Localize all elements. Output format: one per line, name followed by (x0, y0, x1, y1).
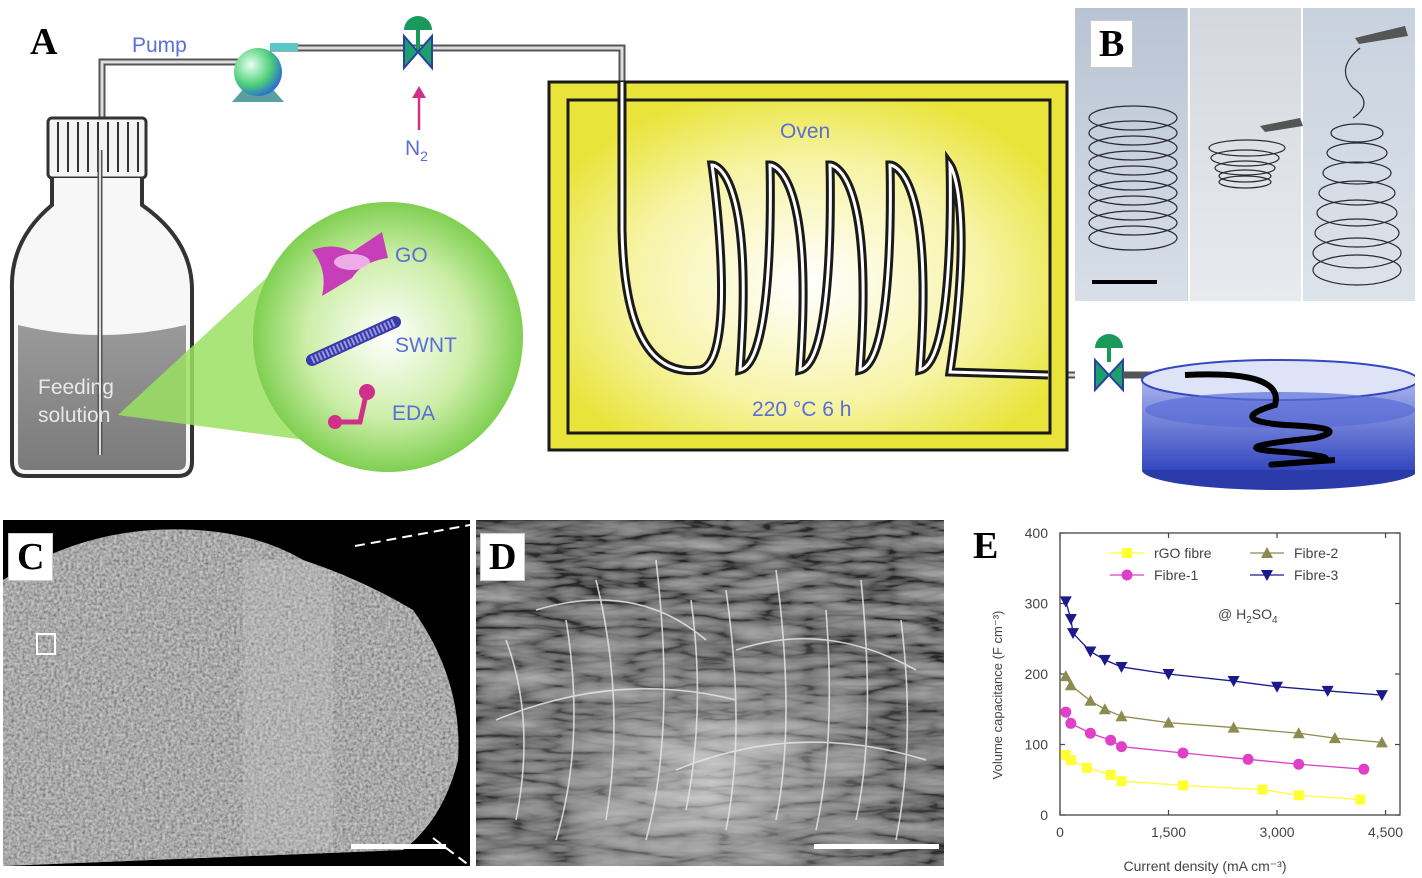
collection-bath (1094, 334, 1415, 490)
component-bubble (253, 202, 523, 472)
chart-axes: 0 100 200 300 400 0 1,500 3,000 4,500 (1025, 525, 1404, 840)
data-point-fibre-3 (1059, 596, 1072, 608)
legend-marker-fibre-1 (1121, 569, 1133, 581)
data-point-fibre-1 (1065, 717, 1077, 729)
component-eda-label: EDA (392, 402, 435, 425)
data-point-rgo-fibre (1116, 776, 1127, 787)
panel-label-c: C (8, 533, 54, 581)
data-point-fibre-3 (1067, 628, 1080, 640)
data-point-fibre-2 (1375, 736, 1388, 748)
data-point-fibre-2 (1084, 694, 1097, 706)
data-point-fibre-3 (1271, 681, 1284, 693)
component-go-label: GO (395, 244, 428, 267)
feeding-label-line2: solution (38, 404, 110, 427)
y-tick-label: 100 (1025, 737, 1049, 753)
legend-label-fibre-1: Fibre-1 (1154, 567, 1199, 583)
data-point-fibre-2 (1162, 716, 1175, 728)
data-point-fibre-1 (1358, 763, 1370, 775)
data-point-fibre-3 (1375, 690, 1388, 702)
n2-label: N2 (405, 137, 428, 164)
legend-marker-fibre-3 (1261, 570, 1273, 581)
data-point-fibre-1 (1084, 727, 1096, 739)
swnt-tube-icon (306, 316, 401, 366)
oven (547, 80, 1069, 452)
y-tick-label: 400 (1025, 525, 1049, 541)
sem-image-nanotubes (476, 520, 944, 866)
data-point-rgo-fibre (1060, 750, 1071, 761)
pump-icon (232, 43, 298, 102)
sem-image-cross-section (3, 520, 470, 866)
data-point-fibre-3 (1162, 669, 1175, 680)
valve-2-icon (1094, 334, 1124, 393)
data-point-fibre-1 (1242, 753, 1254, 765)
legend-label-fibre-2: Fibre-2 (1294, 545, 1339, 561)
x-tick-label: 1,500 (1151, 824, 1186, 840)
go-sheet-icon (312, 232, 388, 296)
data-point-fibre-1 (1115, 741, 1127, 753)
series-line-fibre-2 (1065, 675, 1382, 744)
feeding-label-line1: Feeding (38, 376, 114, 399)
y-tick-label: 300 (1025, 596, 1049, 612)
data-point-rgo-fibre (1177, 780, 1188, 791)
x-tick-label: 4,500 (1368, 824, 1403, 840)
panel-label-d: D (480, 533, 526, 581)
n2-arrow (412, 86, 426, 130)
feeding-bottle (9, 116, 194, 478)
data-point-fibre-3 (1084, 646, 1097, 658)
valve-icon (403, 16, 433, 71)
chart-annotation: @ H2SO4 (1218, 606, 1278, 626)
fiber-spring-photos (1088, 26, 1408, 286)
pump-label: Pump (132, 34, 187, 57)
data-point-rgo-fibre (1355, 794, 1366, 805)
x-tick-label: 3,000 (1259, 824, 1294, 840)
data-point-rgo-fibre (1105, 769, 1116, 780)
data-point-fibre-3 (1098, 654, 1111, 666)
oven-condition-label: 220 °C 6 h (752, 398, 851, 421)
legend-label-rgo-fibre: rGO fibre (1154, 545, 1212, 561)
data-point-fibre-2 (1115, 710, 1128, 722)
legend-marker-fibre-2 (1261, 547, 1273, 558)
data-point-fibre-2 (1059, 670, 1072, 682)
data-point-rgo-fibre (1081, 762, 1092, 773)
chart-marks (1059, 596, 1388, 805)
data-point-rgo-fibre (1065, 755, 1076, 766)
y-tick-label: 200 (1025, 666, 1049, 682)
y-tick-label: 0 (1040, 807, 1048, 823)
chart-lines (1065, 601, 1382, 801)
legend-marker-rgo-fibre (1122, 548, 1132, 558)
data-point-fibre-2 (1064, 679, 1077, 691)
chart-xlabel: Current density (mA cm⁻³) (1124, 858, 1287, 874)
data-point-fibre-2 (1292, 727, 1305, 739)
data-point-fibre-3 (1321, 685, 1334, 697)
data-point-fibre-3 (1064, 614, 1077, 626)
data-point-fibre-1 (1060, 706, 1072, 718)
panel-label-b: B (1090, 20, 1134, 68)
oven-label: Oven (780, 120, 830, 143)
data-point-rgo-fibre (1293, 790, 1304, 801)
data-point-fibre-2 (1227, 721, 1240, 733)
legend-label-fibre-3: Fibre-3 (1294, 567, 1339, 583)
x-tick-label: 0 (1056, 824, 1064, 840)
panel-label-a: A (30, 21, 58, 63)
data-point-fibre-1 (1293, 758, 1305, 770)
schematic-diagram: Pump N2 Oven 220 °C 6 h Feeding solution… (9, 16, 1075, 478)
fiber-coil (617, 82, 1049, 380)
data-point-fibre-2 (1328, 732, 1341, 744)
data-point-fibre-3 (1227, 676, 1240, 688)
data-point-fibre-1 (1105, 734, 1117, 746)
data-point-fibre-2 (1098, 703, 1111, 715)
chart-ylabel: Volume capacitance (F cm⁻³) (990, 611, 1005, 780)
data-point-fibre-3 (1115, 661, 1128, 673)
data-point-fibre-1 (1177, 747, 1189, 759)
component-swnt-label: SWNT (395, 334, 457, 357)
panel-label-e: E (973, 525, 999, 567)
eda-molecule-icon (328, 384, 375, 429)
data-point-rgo-fibre (1257, 784, 1268, 795)
